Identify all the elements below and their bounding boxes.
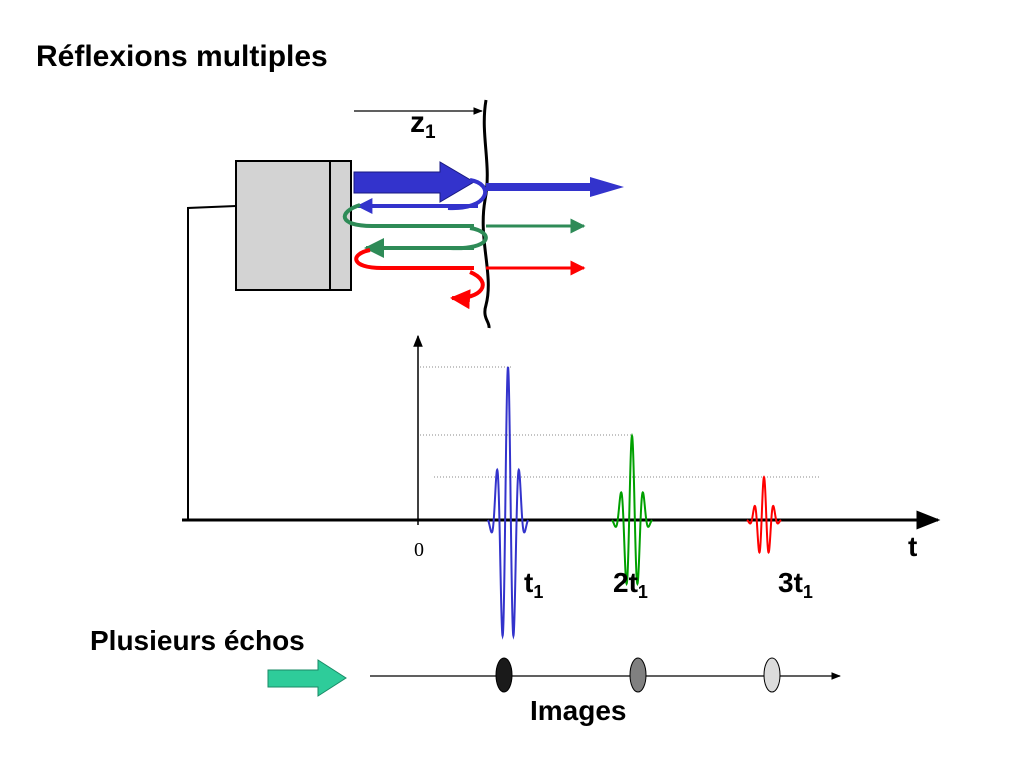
echo-1-arrows xyxy=(353,161,624,214)
3t1-label: 3t1 xyxy=(778,567,813,602)
image-dot-3 xyxy=(763,657,781,693)
reflection-3a-curve xyxy=(354,248,383,270)
t-axis-label: t xyxy=(908,531,917,562)
amplitude-guides xyxy=(420,366,820,478)
slide-title: Réflexions multiples xyxy=(36,40,328,73)
transducer xyxy=(187,160,352,520)
reflection-2b-curve xyxy=(449,226,488,251)
incident-wave-arrow xyxy=(353,161,475,203)
echoes-label: Plusieurs échos xyxy=(90,625,305,656)
interface-boundary xyxy=(481,99,491,329)
time-axes: 0 t xyxy=(182,334,941,562)
z1-label: z1 xyxy=(410,106,436,143)
echo-waveform-3 xyxy=(746,475,782,555)
z1-distance: z1 xyxy=(354,106,483,143)
reflection-3b-curve xyxy=(450,270,485,310)
2t1-label: 2t1 xyxy=(613,567,648,602)
echo-3-arrows xyxy=(354,248,586,310)
images-label: Images xyxy=(530,695,627,726)
echo-waveform-1 xyxy=(487,366,529,640)
image-dot-1 xyxy=(495,657,513,693)
transducer-body xyxy=(235,160,352,291)
t1-label: t1 xyxy=(524,567,543,602)
reflection-2a-curve xyxy=(342,203,373,228)
image-dot-2 xyxy=(629,657,647,693)
echo-2-arrows xyxy=(342,203,586,258)
transducer-cable xyxy=(187,205,237,520)
echo-arrow-icon xyxy=(267,659,347,697)
echo-waveform-2 xyxy=(611,432,653,587)
origin-label: 0 xyxy=(414,539,424,561)
transmitted-1-head xyxy=(590,177,624,197)
